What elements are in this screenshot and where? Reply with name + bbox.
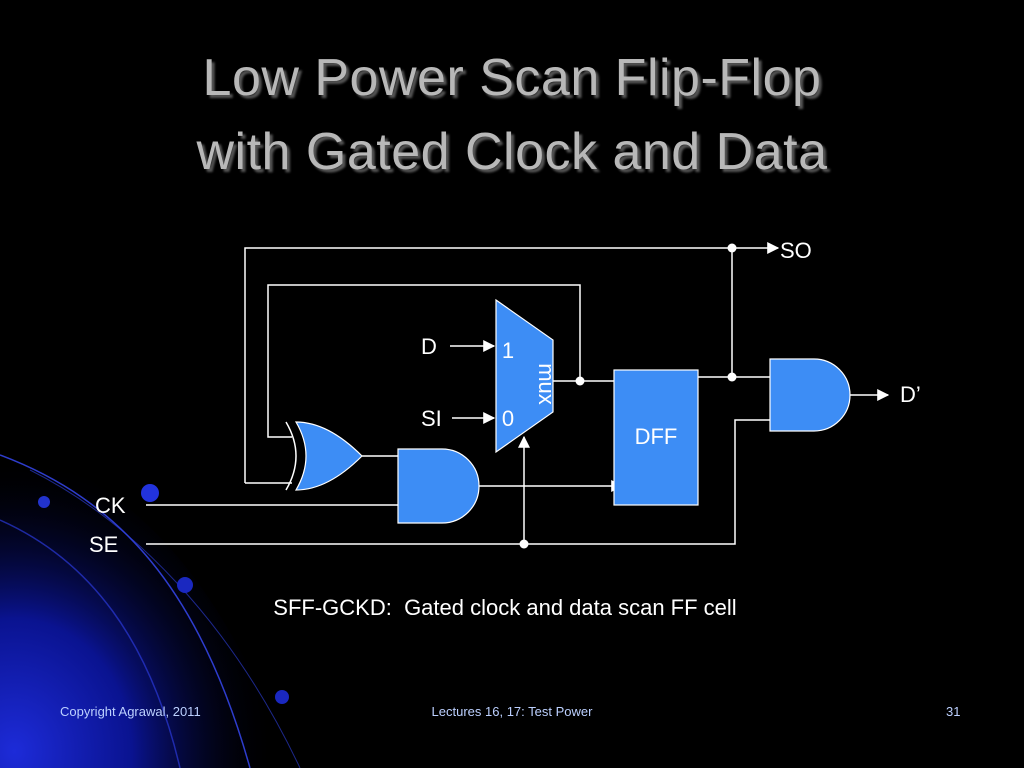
so-label: SO xyxy=(780,238,812,263)
wire-mux-feedback-loop xyxy=(267,284,581,438)
wire-so-outer-loop xyxy=(244,242,780,483)
junction-dot xyxy=(575,376,585,386)
se-label: SE xyxy=(89,532,118,557)
swirl-dot xyxy=(275,690,289,704)
and-gate-clock xyxy=(397,448,480,524)
wire-se xyxy=(146,419,770,545)
mux-block xyxy=(495,298,554,454)
junction-dot xyxy=(727,243,737,253)
slide-title-line-2: with Gated Clock and Data xyxy=(196,123,828,181)
mux-label: mux xyxy=(534,363,559,405)
swirl-dot xyxy=(177,577,193,593)
dff-label: DFF xyxy=(635,424,678,449)
and-gate-data xyxy=(769,358,851,432)
dff-block xyxy=(613,369,699,506)
diagram-caption: SFF-GCKD: Gated clock and data scan FF c… xyxy=(273,595,736,620)
swirl-arc-3 xyxy=(29,469,301,768)
swirl-arc-1 xyxy=(0,454,251,768)
si-label: SI xyxy=(421,406,442,431)
footer-lecture-title: Lectures 16, 17: Test Power xyxy=(431,704,593,719)
swirl-arc-2 xyxy=(0,519,181,768)
xor-gate-back-arc xyxy=(285,421,297,491)
d-label: D xyxy=(421,334,437,359)
footer-page-number: 31 xyxy=(946,704,961,719)
d-prime-label: D’ xyxy=(900,382,921,407)
mux-input-0-label: 0 xyxy=(502,406,514,431)
swirl-dot xyxy=(38,496,50,508)
ck-label: CK xyxy=(95,493,126,518)
footer-copyright: Copyright Agrawal, 2011 xyxy=(60,704,201,719)
swirl-shape xyxy=(0,440,290,768)
junction-dot xyxy=(727,372,737,382)
swirl-dot xyxy=(141,484,159,502)
xor-gate xyxy=(294,421,363,491)
slide-title-line-1: Low Power Scan Flip-Flop xyxy=(202,49,822,107)
junction-dot xyxy=(519,539,529,549)
mux-input-1-label: 1 xyxy=(502,338,514,363)
